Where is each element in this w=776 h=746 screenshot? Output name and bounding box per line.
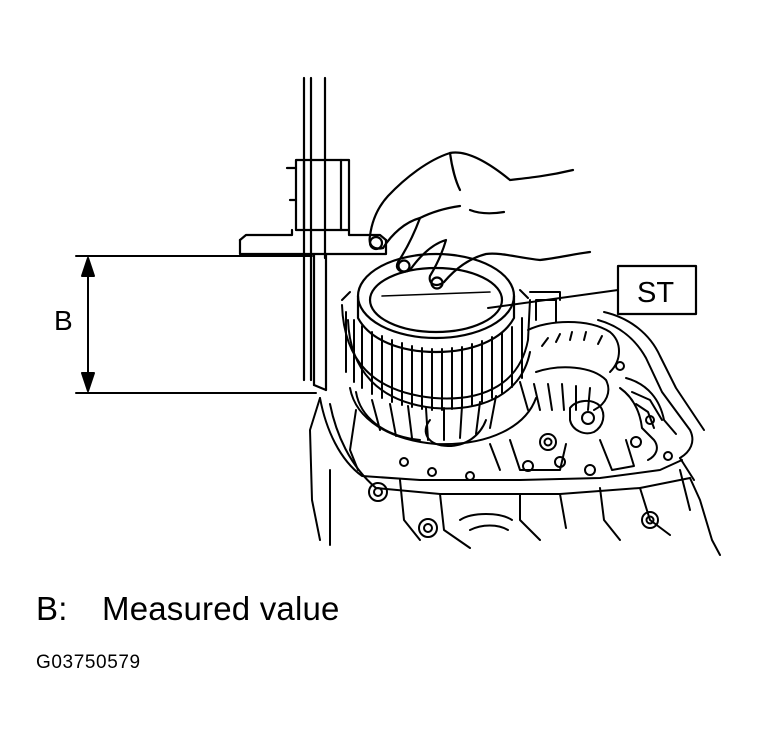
- case-bolts: [368, 361, 673, 538]
- dimension-b-label: B: [54, 305, 73, 336]
- special-tool-ring: [356, 252, 516, 354]
- figure-code: G03750579: [36, 652, 141, 673]
- st-label-box: [616, 264, 698, 316]
- dimension-b-lines: [75, 255, 317, 394]
- figure-legend: B: Measured value: [36, 590, 340, 628]
- st-label: ST: [637, 277, 674, 309]
- gear-assembly: [341, 289, 537, 447]
- hand: [368, 151, 592, 290]
- right-gear-cluster: [519, 291, 620, 435]
- depth-gauge: [238, 76, 388, 392]
- legend-description: Measured value: [102, 590, 340, 627]
- legend-key: B:: [36, 590, 68, 627]
- transmission-case: [309, 311, 721, 556]
